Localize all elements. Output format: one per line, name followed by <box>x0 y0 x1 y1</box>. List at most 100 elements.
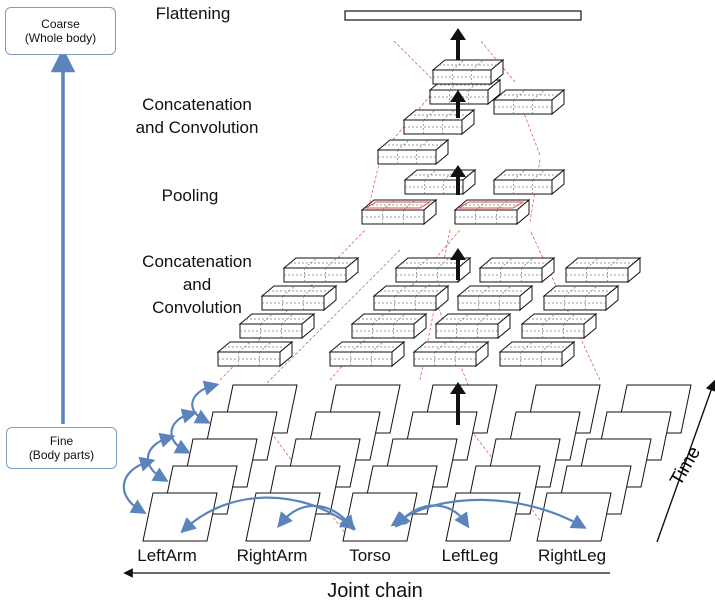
block-grid-line <box>303 285 316 297</box>
block-grid-line <box>416 139 429 151</box>
coarse-line2: (Whole body) <box>24 31 97 45</box>
block-side <box>301 312 315 340</box>
flattened-output-bar <box>344 10 582 21</box>
block-grid-line <box>478 285 491 297</box>
block-grid-line <box>477 313 490 325</box>
upper-conv-block <box>492 88 566 116</box>
conv-block <box>282 256 360 284</box>
block-grid-line <box>456 313 469 325</box>
part-label-rightleg: RightLeg <box>537 546 607 565</box>
concat-conv-top-line1: Concatenation <box>142 95 252 114</box>
upper-conv-block <box>403 168 477 196</box>
flow-arrow-head <box>450 28 466 40</box>
concat-conv-bottom-line2: and <box>182 275 212 294</box>
fine-box: Fine (Body parts) <box>6 427 117 469</box>
block-grid-line <box>415 285 428 297</box>
pooling-label: Pooling <box>161 186 219 205</box>
block-side <box>461 108 475 136</box>
flow-arrow-head <box>450 248 466 260</box>
conv-block <box>456 284 534 312</box>
block-grid-line <box>520 341 533 353</box>
block-grid-line <box>452 59 465 71</box>
joint-connection-curve <box>277 504 355 532</box>
concat-conv-bottom-label: Concatenation and Convolution <box>112 250 282 319</box>
block-side <box>583 312 597 340</box>
coarse-line1: Coarse <box>41 17 80 31</box>
block-grid-line <box>437 257 450 269</box>
block-grid-line <box>325 257 338 269</box>
block-grid-line <box>372 313 385 325</box>
block-grid-line <box>532 89 545 101</box>
block-grid-line <box>586 257 599 269</box>
conv-block <box>498 340 576 368</box>
conv-block <box>372 284 450 312</box>
joint-chain-label: Joint chain <box>327 580 423 602</box>
part-label-leftarm: LeftArm <box>137 546 197 565</box>
pooling-block <box>360 198 438 226</box>
block-grid-line <box>304 257 317 269</box>
upper-conv-block <box>376 138 450 166</box>
block-grid-line <box>513 169 526 181</box>
block-grid-line <box>393 313 406 325</box>
input-frame <box>245 492 321 542</box>
input-frame <box>142 492 218 542</box>
block-side <box>435 138 449 166</box>
part-label-torso: Torso <box>349 546 391 565</box>
conv-block <box>238 312 316 340</box>
conv-block <box>260 284 338 312</box>
block-grid-line <box>541 341 554 353</box>
feature-blocks <box>216 58 642 368</box>
block-side <box>423 198 437 226</box>
block-side <box>627 256 641 284</box>
conv-block <box>434 312 512 340</box>
conv-block <box>350 312 428 340</box>
fine-line1: Fine <box>49 434 74 448</box>
red-link-line <box>329 229 461 381</box>
block-grid-line <box>455 341 468 353</box>
concat-conv-bottom-line1: Concatenation <box>142 252 252 271</box>
upper-conv-block <box>431 58 505 86</box>
block-side <box>519 284 533 312</box>
time-arrow <box>656 379 715 543</box>
input-frame <box>536 492 612 542</box>
block-grid-line <box>416 257 429 269</box>
block-side <box>490 58 504 86</box>
block-side <box>541 256 555 284</box>
block-side <box>561 340 575 368</box>
block-grid-line <box>281 313 294 325</box>
joint-connection-curve <box>191 380 220 424</box>
block-grid-line <box>499 285 512 297</box>
coarse-box: Coarse (Whole body) <box>5 7 116 55</box>
joint-connection-curve <box>170 408 198 454</box>
block-grid-line <box>585 285 598 297</box>
block-grid-line <box>532 169 545 181</box>
flow-arrow-head <box>450 382 466 394</box>
block-grid-line <box>423 109 436 121</box>
block-grid-line <box>238 341 251 353</box>
block-side <box>551 168 565 196</box>
block-side <box>435 284 449 312</box>
block-side <box>413 312 427 340</box>
conv-block <box>394 256 472 284</box>
conv-block <box>520 312 598 340</box>
conv-block <box>564 256 642 284</box>
block-grid-line <box>442 109 455 121</box>
block-side <box>279 340 293 368</box>
conv-block <box>478 256 556 284</box>
block-grid-line <box>513 89 526 101</box>
red-link-line <box>514 89 541 156</box>
concat-conv-bottom-line3: Convolution <box>152 298 242 317</box>
flow-arrows <box>450 28 466 425</box>
block-grid-line <box>282 285 295 297</box>
joint-connection-curve <box>394 504 470 529</box>
block-grid-line <box>260 313 273 325</box>
part-label-leftleg: LeftLeg <box>441 546 499 565</box>
block-grid-line <box>350 341 363 353</box>
block-grid-line <box>564 285 577 297</box>
block-grid-line <box>607 257 620 269</box>
block-side <box>551 88 565 116</box>
block-side <box>497 312 511 340</box>
block-grid-line <box>371 341 384 353</box>
fine-line2: (Body parts) <box>28 448 95 462</box>
